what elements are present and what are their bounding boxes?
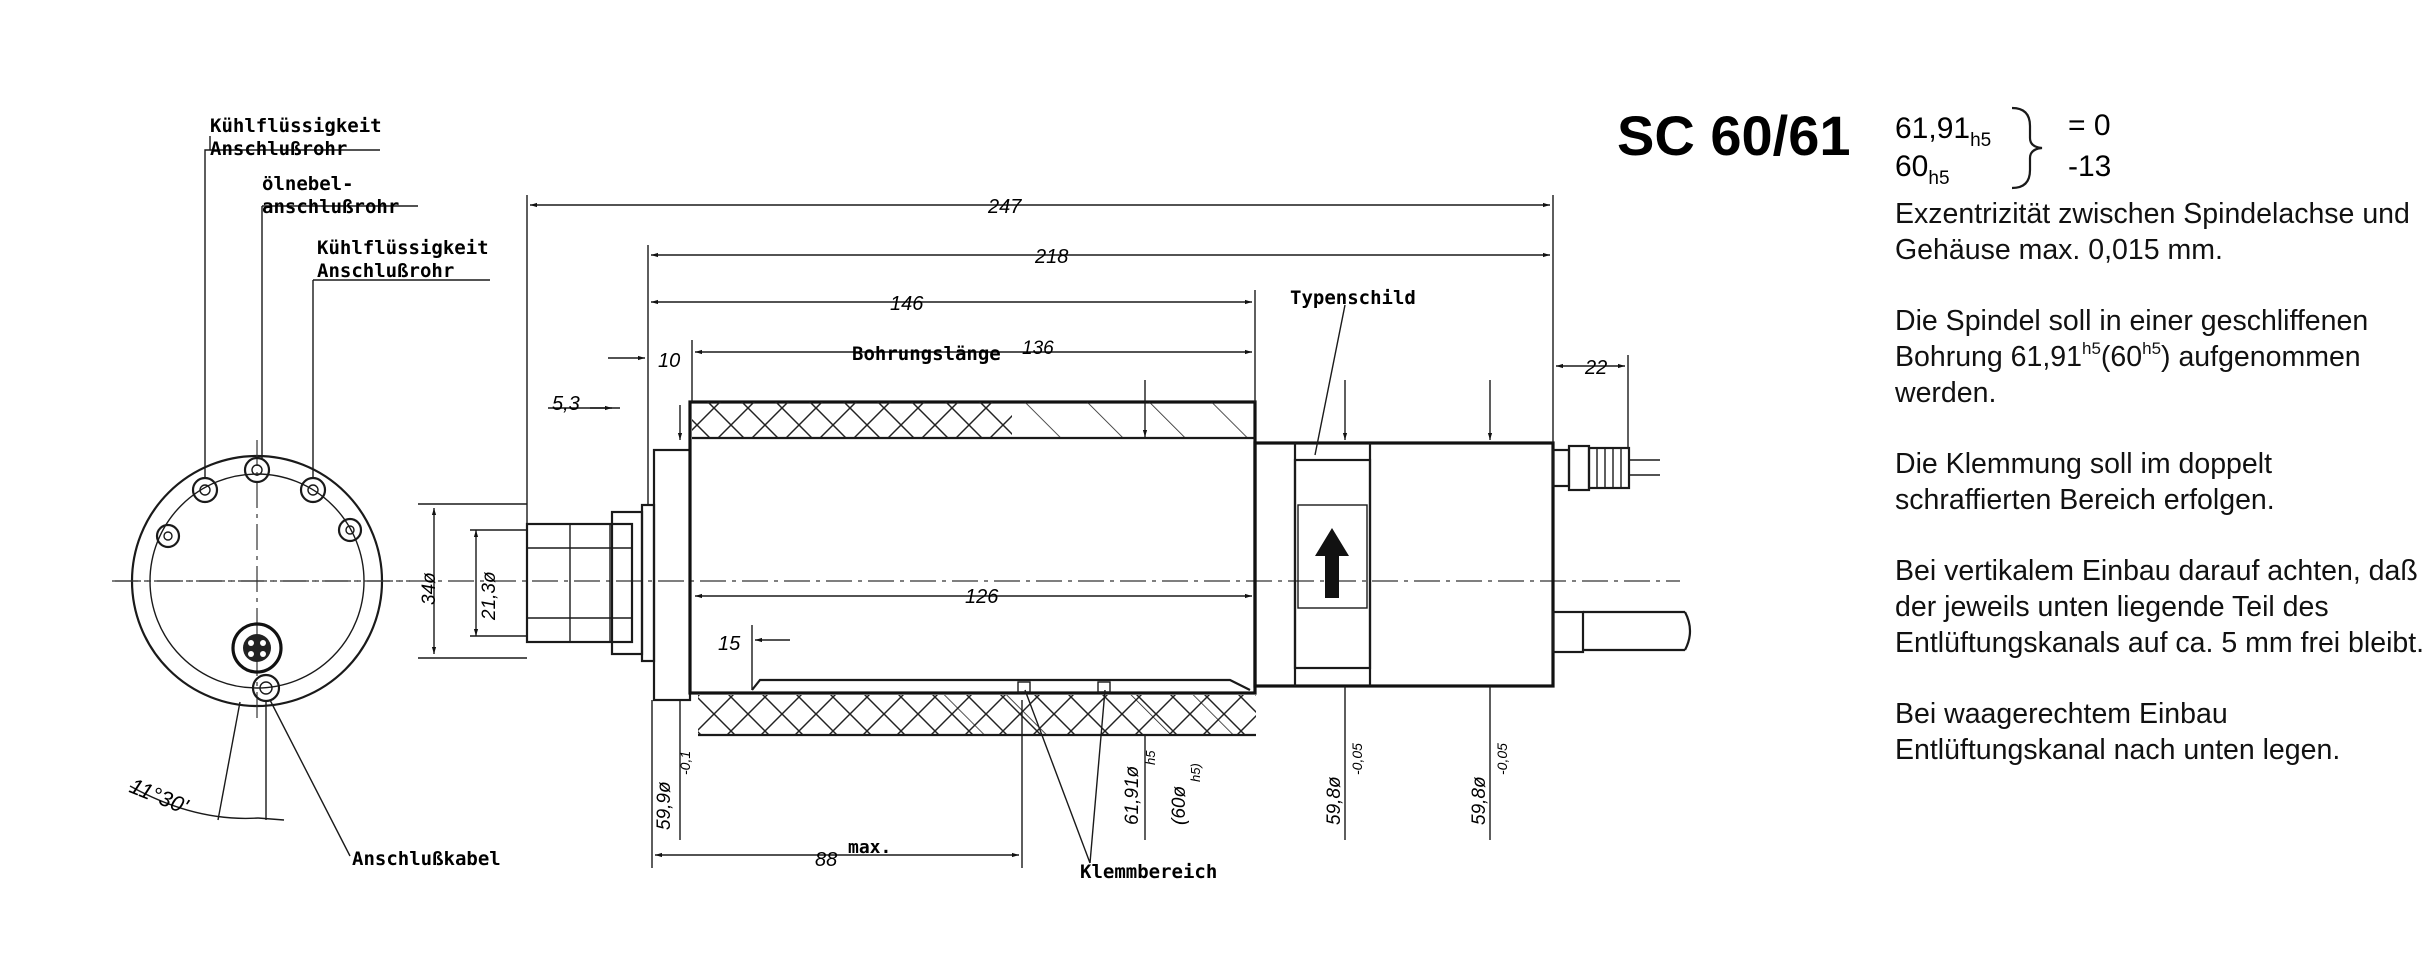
dim-218: 218 (1034, 246, 1068, 268)
tol-upper: = 0 (2068, 109, 2111, 142)
tolerance-block: 61,91h5 60h5 = 0 -13 (1895, 106, 2111, 190)
dim-angle: 11°30' (126, 773, 192, 819)
note-vertical: Bei vertikalem Einbau darauf achten, daß… (1895, 555, 2425, 659)
note-horizontal: Bei waagerechtem Einbau Entlüftungskanal… (1895, 698, 2341, 766)
svg-text:61,91h5: 61,91h5 (1895, 112, 1991, 151)
dim-61-91: 61,91ø (1122, 765, 1143, 825)
label-oilmist-l2: anschlußrohr (262, 196, 399, 218)
tol-line2-fit: h5 (1928, 168, 1949, 189)
dim-59-8b-tol: -0,05 (1494, 743, 1510, 775)
dim-136: 136 (1022, 338, 1054, 359)
port-coolant-1 (191, 476, 219, 504)
dim-126: 126 (965, 586, 999, 608)
dim-15: 15 (718, 633, 741, 655)
port-oilmist (243, 456, 271, 484)
dim-10: 10 (658, 350, 680, 372)
side-view (112, 400, 1692, 737)
tol-lower: -13 (2068, 150, 2111, 183)
label-oilmist-l1: ölnebel- (262, 173, 354, 195)
note-clamping: Die Klemmung soll im doppelt schraffiert… (1895, 448, 2275, 516)
dim-59-8a: 59,8ø (1324, 776, 1345, 825)
label-max: max. (848, 837, 891, 858)
dim-60-fit: h5) (1188, 763, 1203, 782)
dim-59-9-tol: -0,1 (677, 751, 693, 775)
dim-88: 88 (815, 849, 837, 871)
note-eccentricity: Exzentrizität zwischen Spindelachse und … (1895, 198, 2410, 266)
tol-line2-value: 60 (1895, 150, 1928, 183)
tol-line1-value: 61,91 (1895, 112, 1970, 145)
cable-connector (231, 622, 283, 674)
dim-59-9: 59,9ø (654, 781, 675, 830)
label-nameplate: Typenschild (1290, 287, 1416, 309)
dim-59-8a-tol: -0,05 (1349, 743, 1365, 775)
label-bore-length: Bohrungslänge (852, 343, 1001, 365)
dim-21-3: 21,3ø (479, 571, 500, 621)
dim-60: (60ø (1169, 786, 1190, 825)
label-clamp-area: Klemmbereich (1080, 861, 1217, 883)
dim-22: 22 (1584, 357, 1607, 379)
label-coolant-2-l1: Kühlflüssigkeit (317, 237, 489, 259)
label-coolant-1-l2: Anschlußrohr (210, 138, 347, 160)
label-coolant-2-l2: Anschlußrohr (317, 260, 454, 282)
label-cable: Anschlußkabel (352, 848, 501, 870)
dim-146: 146 (890, 293, 924, 315)
dim-247: 247 (987, 196, 1022, 218)
dimension-lines (418, 195, 1629, 868)
dim-5-3: 5,3 (552, 393, 580, 415)
note-bore: Die Spindel soll in einer geschliffenen … (1895, 305, 2369, 409)
specification-notes: Exzentrizität zwischen Spindelachse und … (1895, 196, 2425, 803)
dim-34: 34ø (419, 572, 440, 605)
svg-text:60h5: 60h5 (1895, 150, 1950, 189)
model-title: SC 60/61 (1617, 104, 1851, 167)
dim-61-91-fit: h5 (1143, 750, 1158, 765)
dim-59-8b: 59,8ø (1469, 776, 1490, 825)
end-view (115, 136, 490, 857)
label-coolant-1-l1: Kühlflüssigkeit (210, 115, 382, 137)
tol-line1-fit: h5 (1970, 130, 1991, 151)
